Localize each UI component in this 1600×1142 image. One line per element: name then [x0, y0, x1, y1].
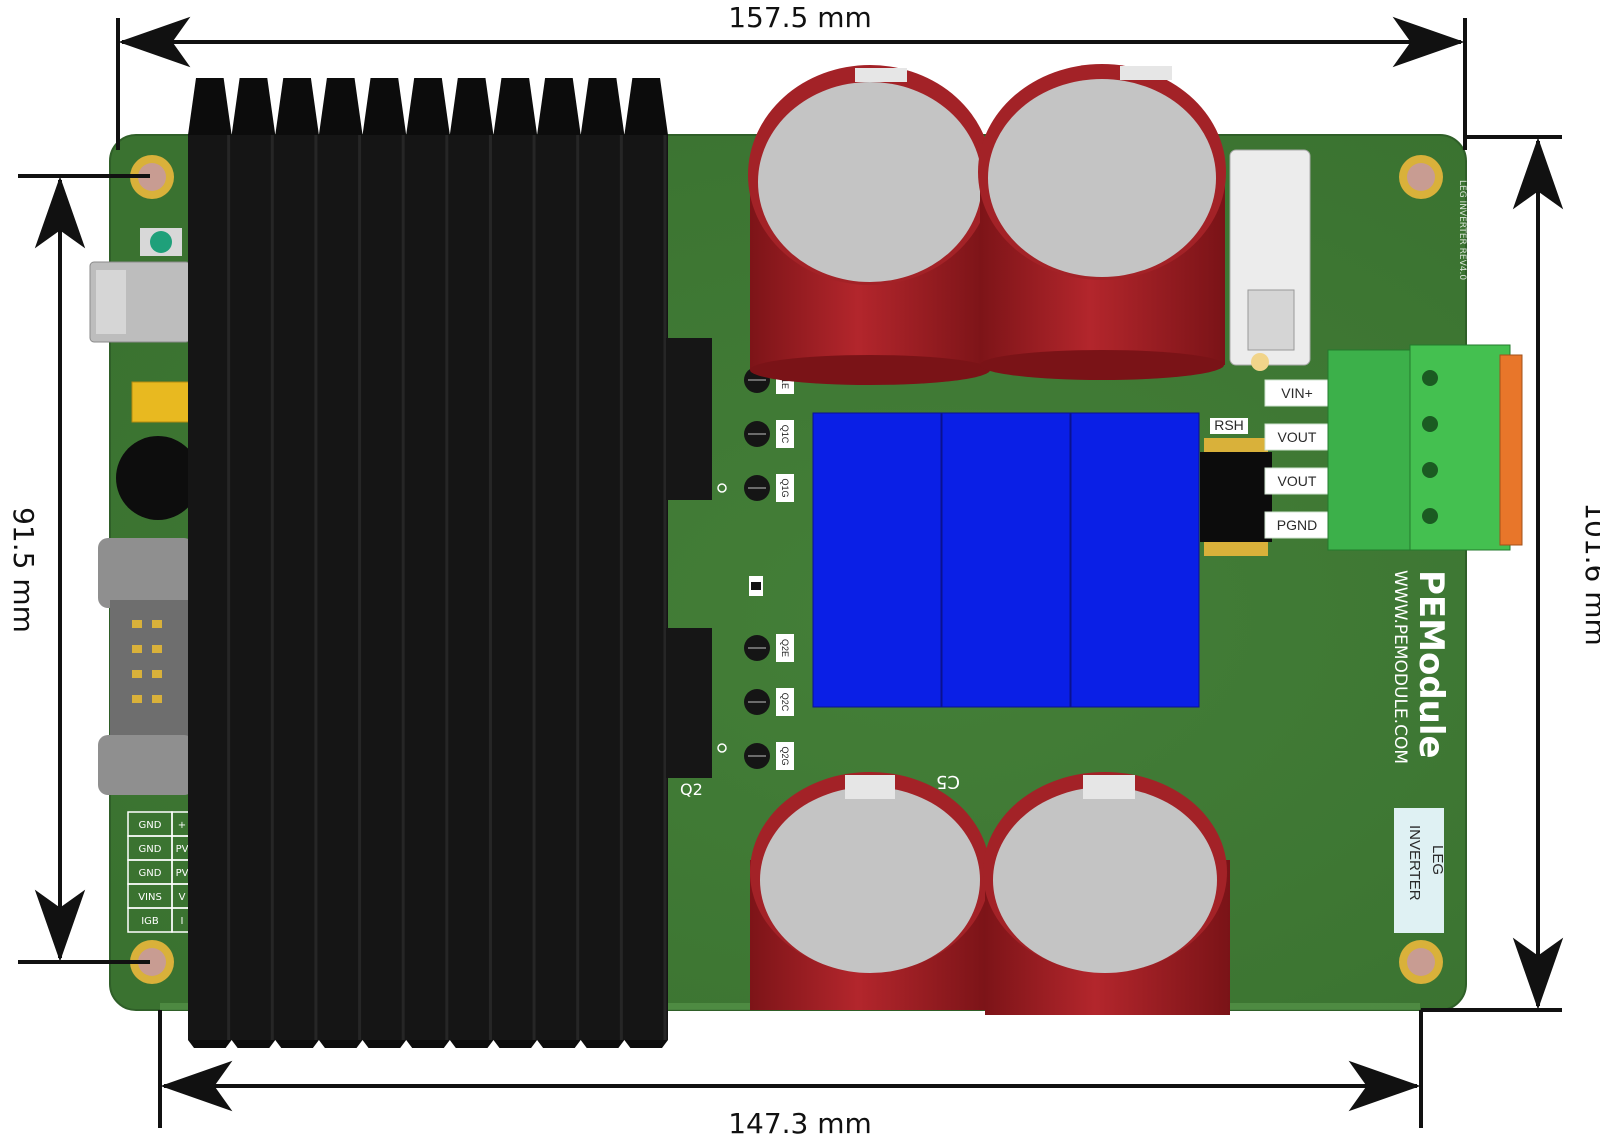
buzzer-component [116, 436, 200, 520]
heatsink-fin [493, 78, 538, 135]
capacitor [748, 65, 992, 385]
brand-website: WWW.PEMODULE.COM [1390, 570, 1410, 764]
brand-name: PEModule [1411, 570, 1451, 759]
product-label-line1: LEG [1429, 845, 1446, 875]
dimension-lines [18, 16, 1564, 1128]
transistor-ref-label: Q1G [780, 478, 790, 497]
shunt-resistor: RSH [1200, 417, 1272, 556]
pin-table-cell: GND [139, 844, 162, 855]
heatsink-fin [580, 78, 625, 135]
dimension-left-height: 91.5 mm [7, 507, 40, 633]
dimension-top-width: 157.5 mm [728, 1, 872, 34]
capacitor [978, 64, 1226, 380]
transistor-ref-box [776, 420, 794, 448]
heatsink-fin [188, 78, 232, 135]
heatsink [188, 78, 668, 1048]
terminal-labels: VIN+ VOUT VOUT PGND [1264, 379, 1330, 539]
transistor-ref-box [776, 742, 794, 770]
heatsink-fin-bottom [362, 1040, 407, 1048]
fuse-component [131, 381, 191, 423]
film-capacitor-block [812, 412, 1200, 708]
heatsink-fin-bottom [231, 1040, 276, 1048]
svg-text:RSH: RSH [1214, 417, 1244, 433]
terminal-label-box [1264, 511, 1330, 539]
transistor-ref-label: Q1C [780, 425, 790, 444]
heatsink-fin [624, 78, 668, 135]
transistor-ref-box [776, 688, 794, 716]
terminal-label-box [1264, 423, 1330, 451]
heatsink-fin-bottom [580, 1040, 625, 1048]
terminal-label: VOUT [1278, 473, 1317, 489]
dimension-right-height: 101.6 mm [1579, 502, 1600, 646]
heatsink-fin [231, 78, 276, 135]
terminal-label-box [1264, 467, 1330, 495]
mounting-hole [1399, 155, 1443, 199]
mounting-hole [1399, 940, 1443, 984]
transistor-ref-box [776, 634, 794, 662]
heatsink-fin-bottom [537, 1040, 581, 1048]
pin-table-cell: I [181, 916, 184, 927]
capacitor [750, 772, 990, 1010]
fuse-holder [1229, 149, 1311, 371]
heatsink-fin [318, 78, 363, 135]
pin-table-cell: IGB [141, 916, 159, 927]
heatsink-fin [537, 78, 581, 135]
driver-ref-label: Q2 [680, 780, 703, 799]
heatsink-fin-bottom [188, 1040, 232, 1048]
heatsink-fin [449, 78, 494, 135]
driver-ic-top [666, 338, 727, 500]
terminal-label: PGND [1277, 517, 1317, 533]
terminal-label-box [1264, 379, 1330, 407]
heatsink-fin-bottom [493, 1040, 538, 1048]
mounting-hole [130, 940, 174, 984]
transistor-ref-label: Q2C [780, 693, 790, 712]
capacitor-ref-label: C5 [936, 771, 960, 792]
resistor-r1 [749, 576, 763, 596]
transistor-ref-box [776, 474, 794, 502]
pin-table-cell: PV [176, 868, 189, 879]
pin-table-cell: PV [176, 844, 189, 855]
usb-connector [89, 261, 191, 343]
heatsink-fin-bottom [318, 1040, 363, 1048]
driver-ic-bottom [666, 628, 727, 778]
ribbon-connector [98, 538, 194, 795]
terminal-block [1327, 344, 1523, 551]
heatsink-fin-bottom [275, 1040, 319, 1048]
pin-table-cell: GND [139, 868, 162, 879]
terminal-label: VIN+ [1281, 385, 1313, 401]
pin-table-cell: V [179, 892, 186, 903]
pin-table-cell: GND [139, 820, 162, 831]
heatsink-fin-bottom [449, 1040, 494, 1048]
status-led [140, 228, 182, 256]
brand-area: PEModule WWW.PEMODULE.COM LEG INVERTER R… [1390, 180, 1467, 933]
mounting-hole [130, 155, 174, 199]
dimension-bottom-width: 147.3 mm [728, 1107, 872, 1140]
board-id-label: LEG INVERTER REV4.0 [1457, 180, 1467, 280]
pin-table-cell: VINS [138, 892, 162, 903]
transistor-group-bottom: Q2E Q2C Q2G [744, 634, 794, 770]
heatsink-fin [406, 78, 450, 135]
heatsink-fin [362, 78, 407, 135]
heatsink-fin-bottom [624, 1040, 668, 1048]
transistor-ref-label: Q2G [780, 746, 790, 765]
transistor-ref-label: Q2E [780, 639, 790, 657]
pin-table-cell: + [178, 820, 186, 831]
terminal-label: VOUT [1278, 429, 1317, 445]
product-label-line2: INVERTER [1406, 825, 1423, 901]
capacitor [983, 772, 1230, 1015]
heatsink-fin [275, 78, 319, 135]
heatsink-fin-bottom [406, 1040, 450, 1048]
